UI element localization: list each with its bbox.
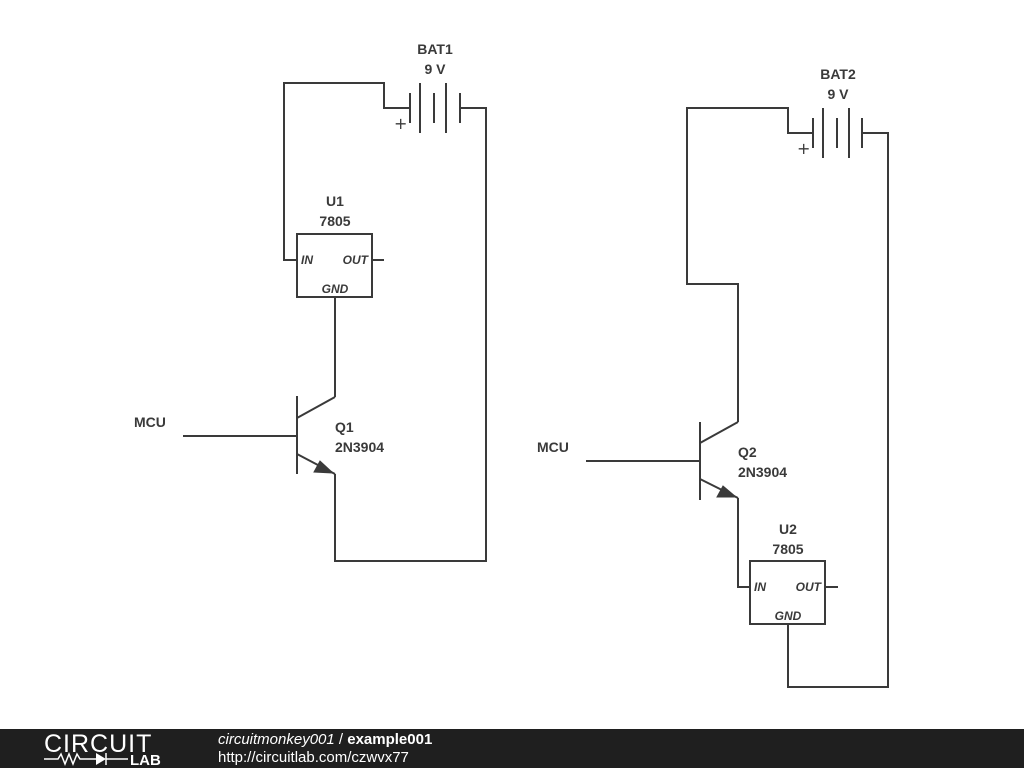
wire-bat1-minus-to-q1-emitter[interactable] [334,107,487,562]
u2-name-label: U2 [779,521,797,537]
regulator-u2[interactable]: IN OUT GND [749,560,826,625]
schematic-canvas[interactable]: + BAT1 9 V IN OUT GND U1 7805 Q1 2N3904 … [0,0,1024,729]
u2-pin-gnd: GND [775,609,802,623]
bat2-value-label: 9 V [827,86,849,102]
bat1-value-label: 9 V [424,61,446,77]
bat2-plus-sign: + [797,139,810,158]
logo-text-circuit: CIRCUIT [44,730,153,758]
u2-part-label: 7805 [772,541,803,557]
logo-text-lab: LAB [130,752,161,769]
transistor-q2[interactable] [699,421,739,500]
bat2-name-label: BAT2 [820,66,856,82]
circuit-2: + BAT2 9 V Q2 2N3904 MCU IN OUT GND U2 7… [537,66,889,688]
u1-name-label: U1 [326,193,344,209]
project-name[interactable]: example001 [347,731,433,748]
title-separator: / [334,731,348,748]
u1-pin-gnd: GND [322,282,349,296]
wire-bat1-plus-to-u1-in[interactable] [283,82,410,261]
circuit-1: + BAT1 9 V IN OUT GND U1 7805 Q1 2N3904 … [134,41,487,562]
author-link[interactable]: circuitmonkey001 [218,731,335,748]
transistor-q1[interactable] [296,396,336,475]
q2-emitter-arrow-icon [716,485,738,498]
bat1-plus-sign: + [394,114,407,133]
u2-pin-out: OUT [796,580,823,594]
q2-name-label: Q2 [738,444,757,460]
circuit-title: circuitmonkey001 / example001 [218,731,432,748]
mcu1-label: MCU [134,414,166,430]
q2-part-label: 2N3904 [738,464,787,480]
resistor-diode-icon [44,752,128,766]
footer-bar: CIRCUIT LAB circuitmonkey001 / example00… [0,729,1024,769]
circuit-url-link[interactable]: http://circuitlab.com/czwvx77 [218,749,409,766]
u1-pin-in: IN [301,253,313,267]
q1-part-label: 2N3904 [335,439,384,455]
regulator-u1[interactable]: IN OUT GND [296,233,373,298]
q1-name-label: Q1 [335,419,354,435]
wire-q2-emitter-to-u2-in[interactable] [737,498,750,588]
wire-bat2-plus-to-q2-collector[interactable] [686,107,813,422]
circuitlab-logo[interactable]: CIRCUIT LAB [44,730,176,769]
wire-bat2-minus-to-u2-gnd[interactable] [787,132,889,688]
u1-part-label: 7805 [319,213,350,229]
u1-pin-out: OUT [343,253,370,267]
bat1-name-label: BAT1 [417,41,453,57]
mcu2-label: MCU [537,439,569,455]
q1-emitter-arrow-icon [313,460,335,474]
battery-bat2[interactable]: + [797,108,863,158]
u2-pin-in: IN [754,580,766,594]
